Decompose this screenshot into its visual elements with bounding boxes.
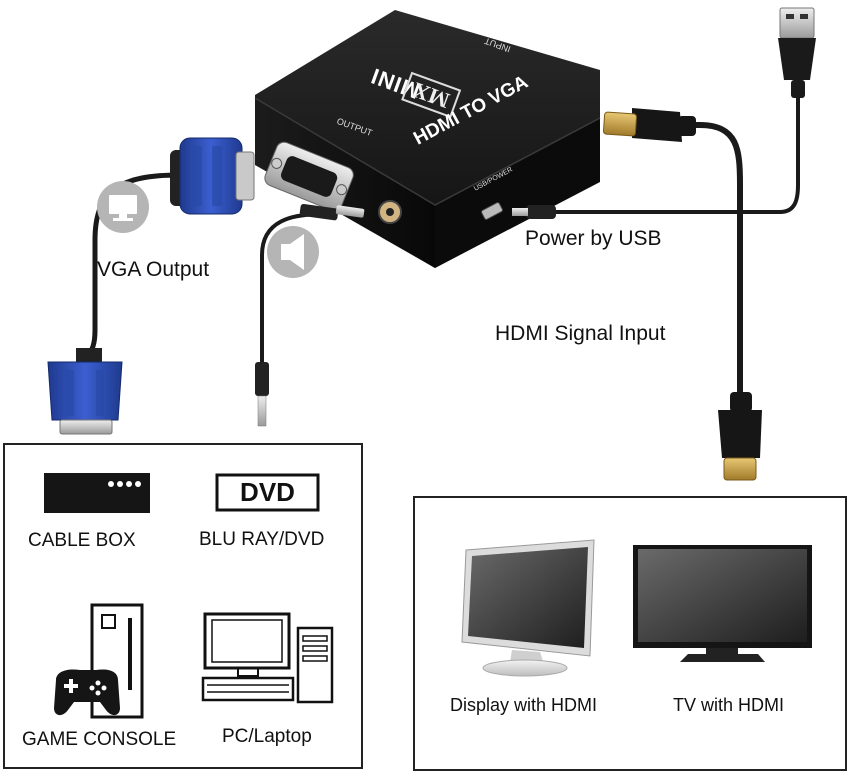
speaker-icon	[267, 226, 319, 278]
usb-plug	[778, 7, 816, 98]
usb-mini-plug	[512, 205, 556, 219]
hdmi-plug-top	[602, 108, 696, 142]
label-hdmi-input: HDMI Signal Input	[495, 322, 666, 345]
hdmi-display-icon	[461, 539, 595, 677]
monitor-icon	[97, 181, 149, 233]
hdmi-plug-bottom	[718, 392, 762, 481]
dvd-logo-text: DVD	[240, 477, 295, 507]
label-power-usb: Power by USB	[525, 227, 662, 250]
source-item-blu-ray: BLU RAY/DVD	[199, 529, 325, 550]
label-vga-output: VGA Output	[97, 258, 210, 281]
game-console-icon	[54, 603, 144, 719]
vga-connector-bottom	[47, 348, 123, 435]
audio-plug-bottom	[255, 362, 269, 427]
source-item-cable-box: CABLE BOX	[28, 530, 136, 551]
dvd-logo-icon	[215, 473, 320, 512]
audio-plug-top	[299, 203, 365, 221]
converter-box	[254, 10, 601, 268]
cable-box-icon	[44, 473, 150, 513]
vga-connector-top	[170, 137, 255, 215]
display-item-tv: TV with HDMI	[673, 695, 785, 715]
source-item-game-console: GAME CONSOLE	[22, 729, 177, 750]
hdmi-tv-icon	[633, 545, 812, 662]
pc-icon	[201, 612, 334, 704]
source-item-pc: PC/Laptop	[222, 726, 312, 747]
display-item-monitor: Display with HDMI	[450, 695, 598, 715]
